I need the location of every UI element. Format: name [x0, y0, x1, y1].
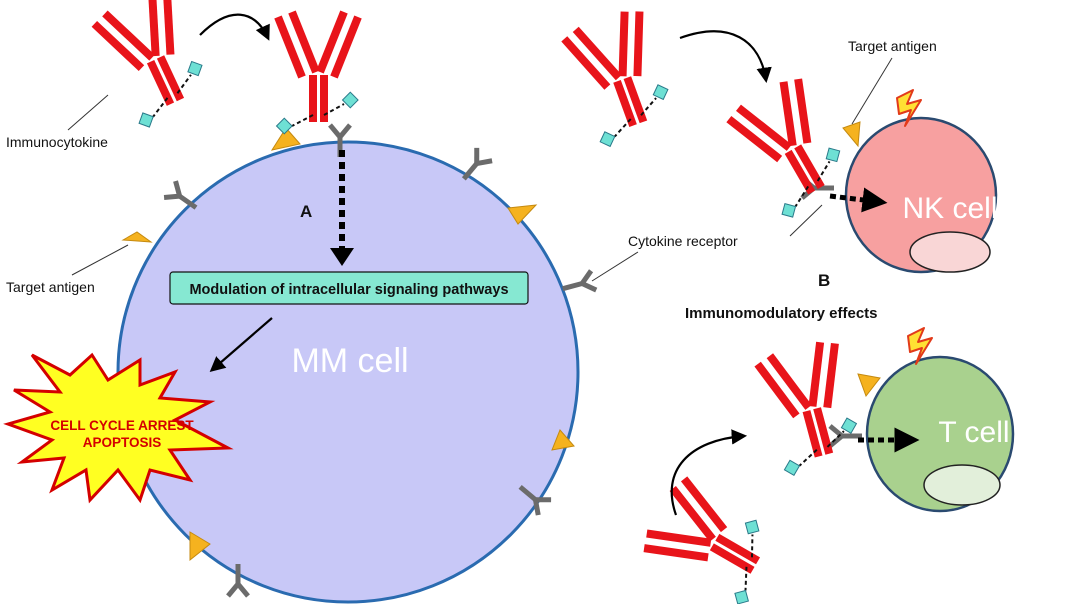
- nk-binding-arrow: [679, 30, 772, 84]
- t-bound-antibody: [755, 339, 865, 478]
- t-nucleus: [923, 464, 1001, 506]
- target-antigen-label-left: Target antigen: [6, 279, 95, 295]
- target-antigen-label-right: Target antigen: [848, 38, 937, 54]
- burst-line2: APOPTOSIS: [83, 435, 162, 450]
- immunomodulatory-label: Immunomodulatory effects: [685, 305, 878, 322]
- binding-arrow-top: [199, 13, 270, 41]
- nk-cell-label: NK cell: [902, 192, 997, 225]
- apoptosis-burst: [3, 352, 234, 504]
- immunocytokine-leader: [67, 94, 109, 131]
- mm-cell-label: MM cell: [291, 342, 408, 380]
- signal-arrowhead: [330, 248, 354, 266]
- panel-b-label: B: [818, 271, 830, 290]
- burst-line1: CELL CYCLE ARREST: [50, 418, 194, 433]
- modulation-text: Modulation of intracellular signaling pa…: [189, 282, 508, 298]
- target-antigen-leader-left: [71, 244, 129, 276]
- modulation-box: [169, 271, 529, 305]
- apoptosis-arrow: [209, 317, 273, 373]
- mm-target-antigens: [121, 127, 575, 562]
- bound-antibody-top: [277, 12, 359, 134]
- t-free-antibody: [639, 476, 785, 604]
- nk-target-antigen: [842, 121, 861, 148]
- t-target-antigen: [857, 373, 881, 398]
- t-binding-arrow: [670, 429, 748, 516]
- cytokine-receptor-label: Cytokine receptor: [628, 233, 738, 249]
- t-cell-label: T cell: [938, 416, 1009, 449]
- nk-bound-antibody: [725, 75, 857, 221]
- immunocytokine-antibody: [91, 0, 216, 130]
- nk-nucleus: [909, 231, 991, 273]
- target-antigen-leader-right: [851, 57, 893, 125]
- immunocytokine-label: Immunocytokine: [6, 134, 108, 150]
- nk-signal-arrow: [829, 187, 888, 213]
- panel-a-label: A: [300, 202, 312, 221]
- nk-free-antibody: [561, 7, 679, 149]
- cytokine-receptor-leader-top: [789, 204, 823, 237]
- cytokine-receptor-leader-left: [591, 251, 639, 282]
